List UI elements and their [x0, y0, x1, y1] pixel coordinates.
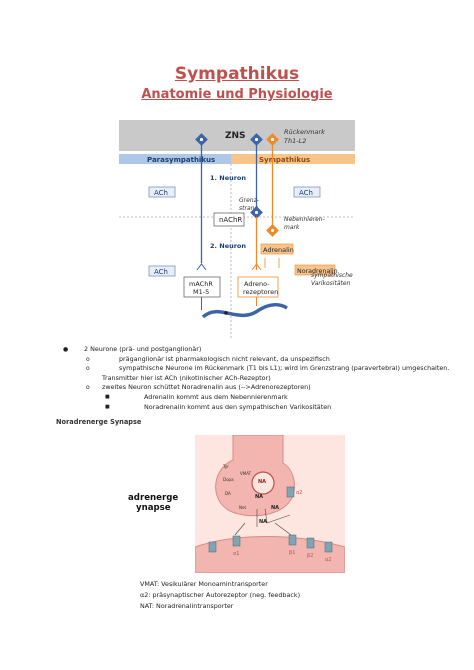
zns-band — [119, 120, 355, 151]
na-cleft-label-2: NA — [271, 505, 279, 511]
document-subtitle: Anatomie und Physiologie — [141, 87, 333, 102]
abbreviation-legend: VMAT: Vesikulärer Monoamintransporter α2… — [140, 579, 300, 611]
adrenorezeptoren-box: Adreno- — [244, 280, 270, 288]
nachr-box: nAChR — [219, 216, 242, 224]
nebennierenmark-label-2: mark — [284, 224, 300, 231]
left-receptor-icon — [208, 541, 217, 553]
ach-box-para: ACh — [154, 189, 168, 197]
grenzstrang-label-2: strang — [239, 205, 258, 212]
sympathetic-nucleus-right-icon — [266, 133, 279, 146]
bullet-square-icon: ■ — [105, 393, 110, 400]
da-label: DA — [225, 491, 231, 496]
grenzstrang-label: Grenz- — [239, 197, 259, 204]
sympathikus-bar — [231, 154, 355, 164]
bullet-circle-icon: o — [86, 365, 90, 373]
alpha1-label: α1 — [233, 551, 239, 557]
rueckenmark-label: Rückenmark — [284, 128, 325, 136]
postsynaptic-membrane — [195, 536, 345, 573]
list-item: ●2 Neurone (prä- und postganglionär) — [63, 345, 202, 353]
adrenorezeptoren-label-2: rezeptoren — [243, 288, 278, 296]
synapse-caption: adrenerge ynapse — [128, 493, 179, 513]
right-receptor-icon — [324, 541, 333, 553]
tyr-label: Tyr — [222, 464, 229, 469]
legend-nat: NAT: Noradrenalintransporter — [140, 601, 234, 610]
list-item: ■Noradrenalin kommt aus den sympathische… — [105, 402, 332, 411]
document-title: Sympathikus — [174, 64, 300, 84]
effector-organ-icon — [201, 303, 288, 319]
bullet-dot-icon: ● — [63, 346, 69, 353]
nebennierenmark-label: Nebennieren- — [284, 216, 325, 223]
adrenal-medulla-icon — [266, 224, 279, 237]
bullet-square-icon: ■ — [105, 403, 110, 410]
bullet-circle-icon: o — [86, 355, 90, 363]
list-item: ■Adrenalin kommt aus dem Nebennierenmark — [105, 392, 288, 401]
beta2-label: β2 — [307, 553, 313, 559]
noradrenergic-synapse-diagram: Tyr Dopa DA VMAT NA NA Net NA NA α2 α1 β… — [195, 435, 345, 573]
beta1-receptor-icon — [288, 534, 297, 546]
alpha2-top-label: α2 — [296, 490, 302, 496]
zns-label: ZNS — [225, 131, 246, 141]
noradrenalin-box: Noradrenalin — [297, 268, 338, 275]
section-heading: Noradrenerge Synapse — [56, 418, 142, 426]
na-vesicle-label: NA — [258, 479, 266, 485]
autonomic-nervous-system-diagram: ZNS Rückenmark Th1-L2 Parasympathikus Sy… — [119, 120, 355, 338]
ach-box-sym: ACh — [299, 189, 313, 197]
second-neuron-label: 2. Neuron — [210, 242, 246, 250]
parasympathikus-label: Parasympathikus — [147, 156, 215, 164]
legend-alpha2: α2: präsynaptischer Autorezeptor (neg. f… — [140, 590, 301, 599]
net-label: Net — [239, 505, 246, 510]
varikositaeten-label: sympathische — [311, 272, 353, 279]
beta2-receptor-icon — [306, 537, 315, 549]
varikositaeten-label-2: Varikositäten — [311, 280, 351, 287]
list-item: Transmitter hier ist ACh (nikotinischer … — [102, 373, 271, 382]
adrenalin-box: Adrenalin — [263, 246, 294, 254]
na-cytosol-label: NA — [255, 494, 263, 500]
bullet-circle-icon: o — [86, 384, 90, 392]
machr-subtype-label: M1-5 — [193, 288, 209, 296]
parasympathetic-nucleus-icon — [195, 133, 208, 146]
dopa-label: Dopa — [223, 477, 234, 482]
first-neuron-label: 1. Neuron — [210, 174, 246, 182]
grenzstrang-ganglion-icon — [250, 206, 263, 219]
beta1-label: β1 — [289, 550, 295, 556]
parasympathikus-bar — [119, 154, 231, 164]
vesicle-icon — [251, 471, 275, 495]
vmat-label: VMAT — [240, 471, 252, 476]
sympathetic-nucleus-left-icon — [250, 133, 263, 146]
machr-box: mAChR — [189, 280, 213, 288]
alpha2-receptor-top-icon — [286, 486, 295, 498]
alpha2-bottom-label: α2 — [325, 557, 331, 563]
legend-vmat: VMAT: Vesikulärer Monoamintransporter — [140, 580, 268, 588]
rueckenmark-segment-label: Th1-L2 — [284, 137, 306, 145]
alpha2-receptor-bottom-icon — [232, 535, 241, 547]
ach-box-para-second: ACh — [154, 268, 168, 276]
sympathikus-label: Sympathikus — [259, 156, 310, 164]
na-cleft-label: NA — [259, 519, 267, 525]
